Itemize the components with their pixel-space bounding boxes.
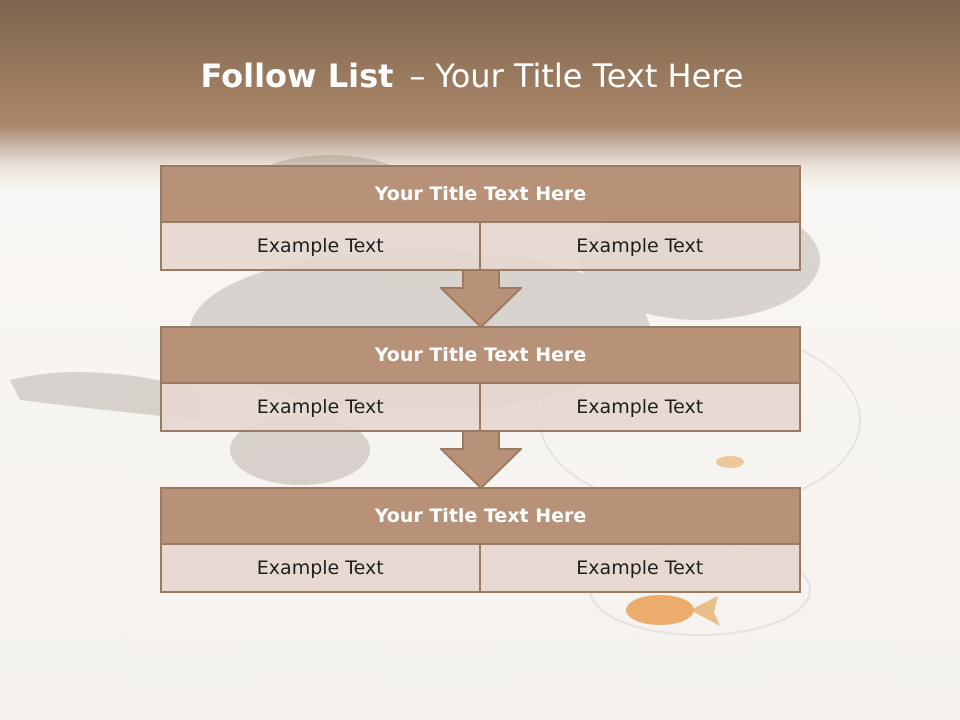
block-title: Your Title Text Here — [162, 489, 799, 545]
block-cell-left: Example Text — [162, 545, 481, 591]
list-block-2: Your Title Text Here Example Text Exampl… — [160, 326, 801, 432]
list-block-1: Your Title Text Here Example Text Exampl… — [160, 165, 801, 271]
goldfish-icon — [626, 456, 744, 626]
block-title: Your Title Text Here — [162, 167, 799, 223]
down-arrow-icon — [440, 270, 522, 328]
title-dash: – — [409, 57, 426, 95]
down-arrow-icon — [440, 431, 522, 489]
block-title: Your Title Text Here — [162, 328, 799, 384]
header-band — [0, 0, 960, 190]
block-cell-left: Example Text — [162, 384, 481, 430]
block-cell-right: Example Text — [576, 557, 704, 579]
block-cell-right: Example Text — [576, 396, 704, 418]
block-cell-left: Example Text — [162, 223, 481, 269]
title-bold: Follow List — [200, 57, 394, 95]
list-block-3: Your Title Text Here Example Text Exampl… — [160, 487, 801, 593]
slide-title: Follow List–Your Title Text Here — [0, 52, 944, 100]
block-cell-right: Example Text — [576, 235, 704, 257]
title-rest: Your Title Text Here — [435, 57, 744, 95]
